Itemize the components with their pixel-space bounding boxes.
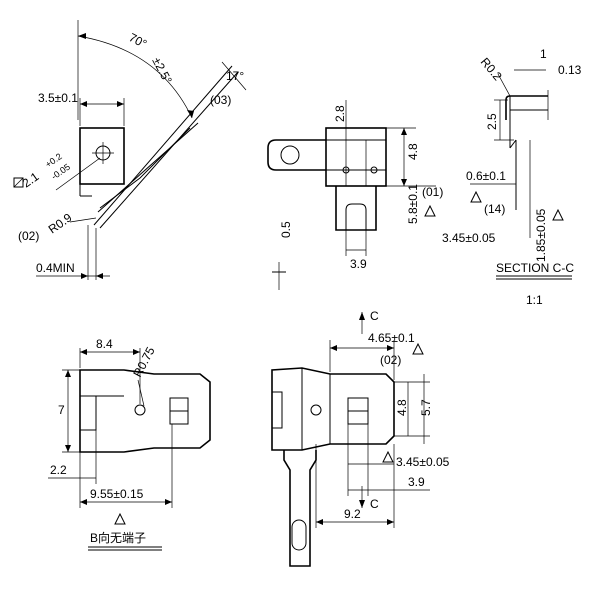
dim-2-5: 2.5 bbox=[485, 113, 499, 130]
dim-0-6: 0.6±0.1 bbox=[466, 169, 506, 183]
dim-4-65: 4.65±0.1 bbox=[368, 331, 415, 345]
section-scale: 1:1 bbox=[526, 293, 543, 307]
dim-2-8: 2.8 bbox=[333, 105, 347, 122]
dim-3-45: 3.45±0.05 bbox=[442, 231, 496, 245]
reference-14: (14) bbox=[484, 202, 505, 216]
angle-label: 70° bbox=[127, 30, 150, 51]
reference-02-bottom: (02) bbox=[380, 353, 401, 367]
small-angle-label: 17° bbox=[226, 69, 244, 83]
dim-0-5: 0.5 bbox=[279, 221, 293, 238]
view-top-middle: 2.8 4.8 5.8±0.1 (01) 0.5 3.9 bbox=[267, 100, 443, 290]
dim-3-9-bottom: 3.9 bbox=[408, 475, 425, 489]
triangle-mark bbox=[382, 450, 394, 463]
reference-02: (02) bbox=[18, 229, 39, 243]
dim-1: 1 bbox=[540, 47, 547, 61]
view-bottom-right: C C 4.65±0.1 (02) 4.8 5.7 3.45±0.05 3.9 bbox=[271, 309, 450, 567]
dim-9-2: 9.2 bbox=[344, 507, 361, 521]
dim-4-8: 4.8 bbox=[406, 143, 420, 160]
triangle-mark bbox=[424, 204, 436, 217]
radius-r09: R0.9 bbox=[46, 210, 75, 236]
triangle-mark bbox=[114, 512, 126, 525]
section-marker-bottom: C bbox=[370, 497, 379, 511]
min-thickness: 0.4MIN bbox=[36, 261, 75, 275]
dim-5-8: 5.8±0.1 bbox=[406, 184, 420, 224]
dim-5-7: 5.7 bbox=[419, 399, 433, 416]
dim-2-2: 2.2 bbox=[50, 463, 67, 477]
angle-tolerance: ±2.5° bbox=[149, 55, 175, 87]
dim-0-13: 0.13 bbox=[558, 63, 582, 77]
dim-3-45-bottom: 3.45±0.05 bbox=[396, 455, 450, 469]
triangle-mark bbox=[470, 190, 482, 203]
reference-03: (03) bbox=[210, 93, 231, 107]
dim-3-9: 3.9 bbox=[350, 257, 367, 271]
dim-8-4: 8.4 bbox=[96, 337, 113, 351]
view-caption: B向无端子 bbox=[90, 530, 146, 545]
section-marker-top: C bbox=[370, 309, 379, 323]
dim-7: 7 bbox=[58, 403, 65, 417]
section-title: SECTION C-C bbox=[496, 261, 574, 275]
triangle-mark bbox=[552, 208, 564, 221]
view-bottom-left: 8.4 R0.75 7 2.2 9.55±0.15 B向无端子 bbox=[48, 337, 211, 551]
dim-width: 3.5±0.1 bbox=[38, 91, 78, 105]
section-cc: R0.2 1 0.13 2.5 0.6±0.1 (14) 1.85±0.05 3… bbox=[442, 47, 582, 307]
view-top-left: 70° ±2.5° 17° (03) 3.5±0.1 2.1 +0.2 -0.0… bbox=[13, 20, 247, 280]
reference-01: (01) bbox=[422, 185, 443, 199]
dim-1-85: 1.85±0.05 bbox=[534, 208, 548, 262]
dim-4-8: 4.8 bbox=[395, 399, 409, 416]
dim-9-55: 9.55±0.15 bbox=[90, 487, 144, 501]
triangle-mark bbox=[412, 342, 424, 355]
